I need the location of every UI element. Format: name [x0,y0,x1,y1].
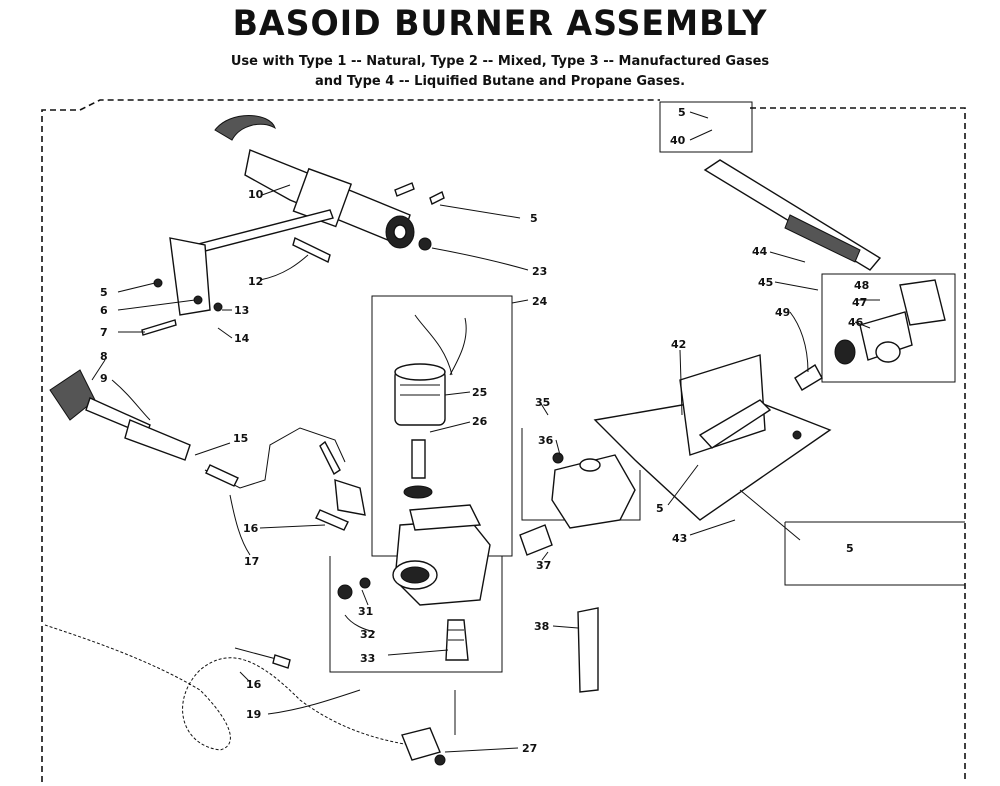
label-31: 31 [358,605,373,618]
control-unit-part-25 [394,314,467,426]
callout-box-5 [784,521,965,586]
label-12: 12 [248,275,263,288]
label-44: 44 [752,245,768,258]
pilot-burner-part-8 [49,369,191,461]
label-16-thermocouple: 16 [246,678,262,691]
wire-lead-part-19 [44,624,411,751]
label-5-screw: 5 [530,212,538,225]
label-23: 23 [532,265,547,278]
fitting-part-26 [403,439,433,499]
label-5-clip: 5 [678,106,686,119]
label-5-right: 5 [846,542,854,555]
label-33: 33 [360,652,375,665]
fitting-part-49 [794,363,823,391]
assembly-boundary [41,99,966,782]
label-5-left: 5 [100,286,108,299]
manifold-bracket-part-43 [593,354,832,521]
label-19: 19 [246,708,261,721]
label-43: 43 [672,532,687,545]
pilot-valve-part-16 [315,479,366,531]
label-8: 8 [100,350,108,363]
callout-box-31-33 [329,556,503,673]
screws-top [394,182,445,251]
gas-valve-body [337,504,491,606]
label-25: 25 [472,386,487,399]
screws-left [141,278,223,336]
label-45: 45 [758,276,773,289]
bracket-part-12 [292,237,331,263]
label-7: 7 [100,326,108,339]
label-49: 49 [775,306,790,319]
thermocouple-part-16 [234,647,291,669]
regulator-part-35 [551,452,636,529]
label-32: 32 [360,628,375,641]
label-35: 35 [535,396,550,409]
fittings-part-46-48 [834,279,946,365]
gas-line-part-44 [703,159,882,271]
callout-box-24 [371,295,513,557]
label-36: 36 [538,434,554,447]
label-27: 27 [522,742,537,755]
fitting-part-37 [519,524,553,556]
label-47: 47 [852,296,867,309]
label-16-pilot: 16 [243,522,259,535]
pilot-tubing-part-15 [204,427,346,489]
label-48: 48 [854,279,869,292]
bracket-part-38 [577,607,599,693]
label-24: 24 [532,295,548,308]
mounting-rod [169,209,334,316]
fitting-part-33 [445,619,469,661]
label-46: 46 [848,316,864,329]
subtitle-line-2: and Type 4 -- Liquified Butane and Propa… [314,74,686,89]
callout-box-40 [659,101,753,153]
subtitle-line-1: Use with Type 1 -- Natural, Type 2 -- Mi… [230,54,770,69]
label-42: 42 [671,338,686,351]
label-26: 26 [472,415,488,428]
leader-lines [91,111,880,753]
label-10: 10 [248,188,264,201]
label-17: 17 [244,555,259,568]
label-38: 38 [534,620,549,633]
label-9: 9 [100,372,108,385]
label-6: 6 [100,304,108,317]
burner-tube-part-10 [214,115,415,249]
label-13: 13 [234,304,249,317]
label-40: 40 [670,134,686,147]
label-37: 37 [536,559,551,572]
label-5-bracket: 5 [656,502,664,515]
diagram-title: BASOID BURNER ASSEMBLY [232,4,768,44]
junction-part-27 [401,690,456,766]
label-15: 15 [233,432,248,445]
callout-box-46-48 [821,273,956,383]
label-14: 14 [234,332,250,345]
